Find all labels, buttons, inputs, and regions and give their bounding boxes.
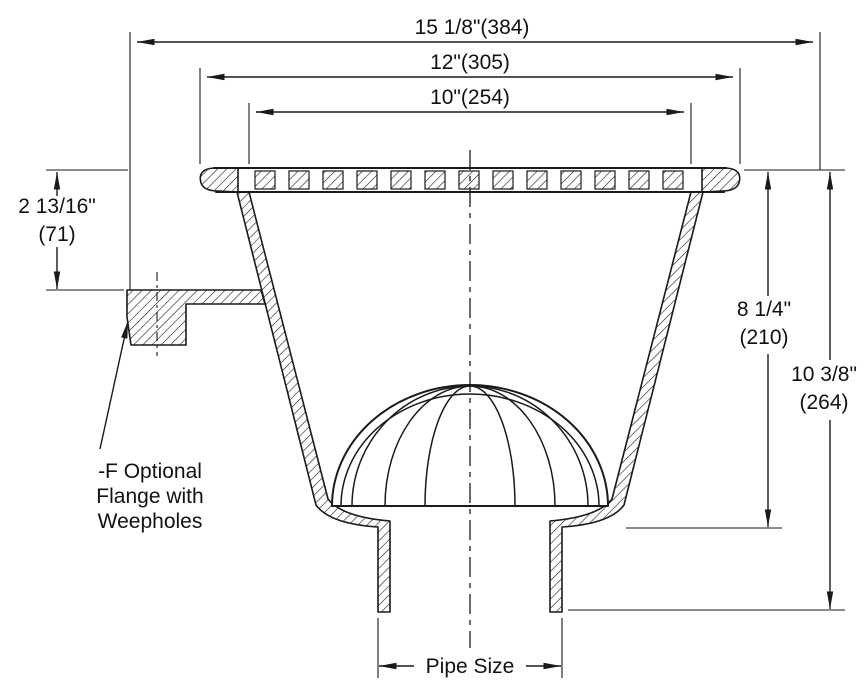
dim-rim-width: 12"(305) <box>199 51 741 164</box>
flange-note-line1: -F Optional <box>98 460 202 483</box>
grate-bar <box>594 170 616 190</box>
dim-grate-width: 10"(254) <box>248 86 692 164</box>
dome-inner-arc <box>340 393 600 507</box>
dim-flange-height-mm: (71) <box>38 223 75 246</box>
dim-overall-depth: 10 3/8" (264) <box>568 172 857 611</box>
bowl-wall-right-section <box>549 191 704 613</box>
grate-bar <box>254 170 276 190</box>
leader-line <box>99 320 129 450</box>
grate-bar <box>458 170 480 190</box>
dim-overall-width-label: 15 1/8"(384) <box>415 16 530 39</box>
dim-grate-width-label: 10"(254) <box>430 86 510 109</box>
dim-flange-height: 2 13/16" (71) <box>18 169 128 291</box>
grate-bar <box>356 170 378 190</box>
flange-note-line2: Flange with <box>96 485 203 508</box>
dome-strainer <box>331 384 609 507</box>
bowl-wall-left-section <box>236 191 391 613</box>
dome-rib <box>351 385 471 507</box>
dim-pipe-size-label: Pipe Size <box>426 655 515 678</box>
dim-pipe-size: Pipe Size <box>377 618 563 678</box>
grate-bar <box>288 170 310 190</box>
dim-body-depth-mm: (210) <box>739 326 788 349</box>
flange-note: -F Optional Flange with Weepholes <box>96 320 204 533</box>
dome-outer-arc <box>331 384 609 507</box>
flange-note-line3: Weepholes <box>98 510 203 533</box>
grate-bar <box>662 170 684 190</box>
grate-bar <box>424 170 446 190</box>
grate-bar <box>492 170 514 190</box>
grate-bar <box>526 170 548 190</box>
dome-rib <box>469 385 516 507</box>
dim-overall-depth-label: 10 3/8" <box>791 363 857 386</box>
dome-rib <box>469 385 589 507</box>
dim-overall-depth-mm: (264) <box>799 391 848 414</box>
dim-body-depth: 8 1/4" (210) <box>626 169 845 529</box>
rim-lip-right <box>701 167 741 193</box>
grate-bar <box>560 170 582 190</box>
grate-bar <box>390 170 412 190</box>
grate-bars <box>254 170 684 190</box>
dim-overall-width: 15 1/8"(384) <box>129 16 821 290</box>
dim-flange-height-label: 2 13/16" <box>18 195 96 218</box>
dim-body-depth-label: 8 1/4" <box>737 298 791 321</box>
grate-bar <box>628 170 650 190</box>
rim-lip-left <box>199 167 239 193</box>
drain-body-section <box>126 150 741 648</box>
dome-rib <box>384 385 471 507</box>
dome-rib <box>469 385 556 507</box>
weephole-flange-section <box>126 289 266 346</box>
dim-rim-width-label: 12"(305) <box>430 51 510 74</box>
grate-bar <box>322 170 344 190</box>
dome-rib <box>424 385 471 507</box>
